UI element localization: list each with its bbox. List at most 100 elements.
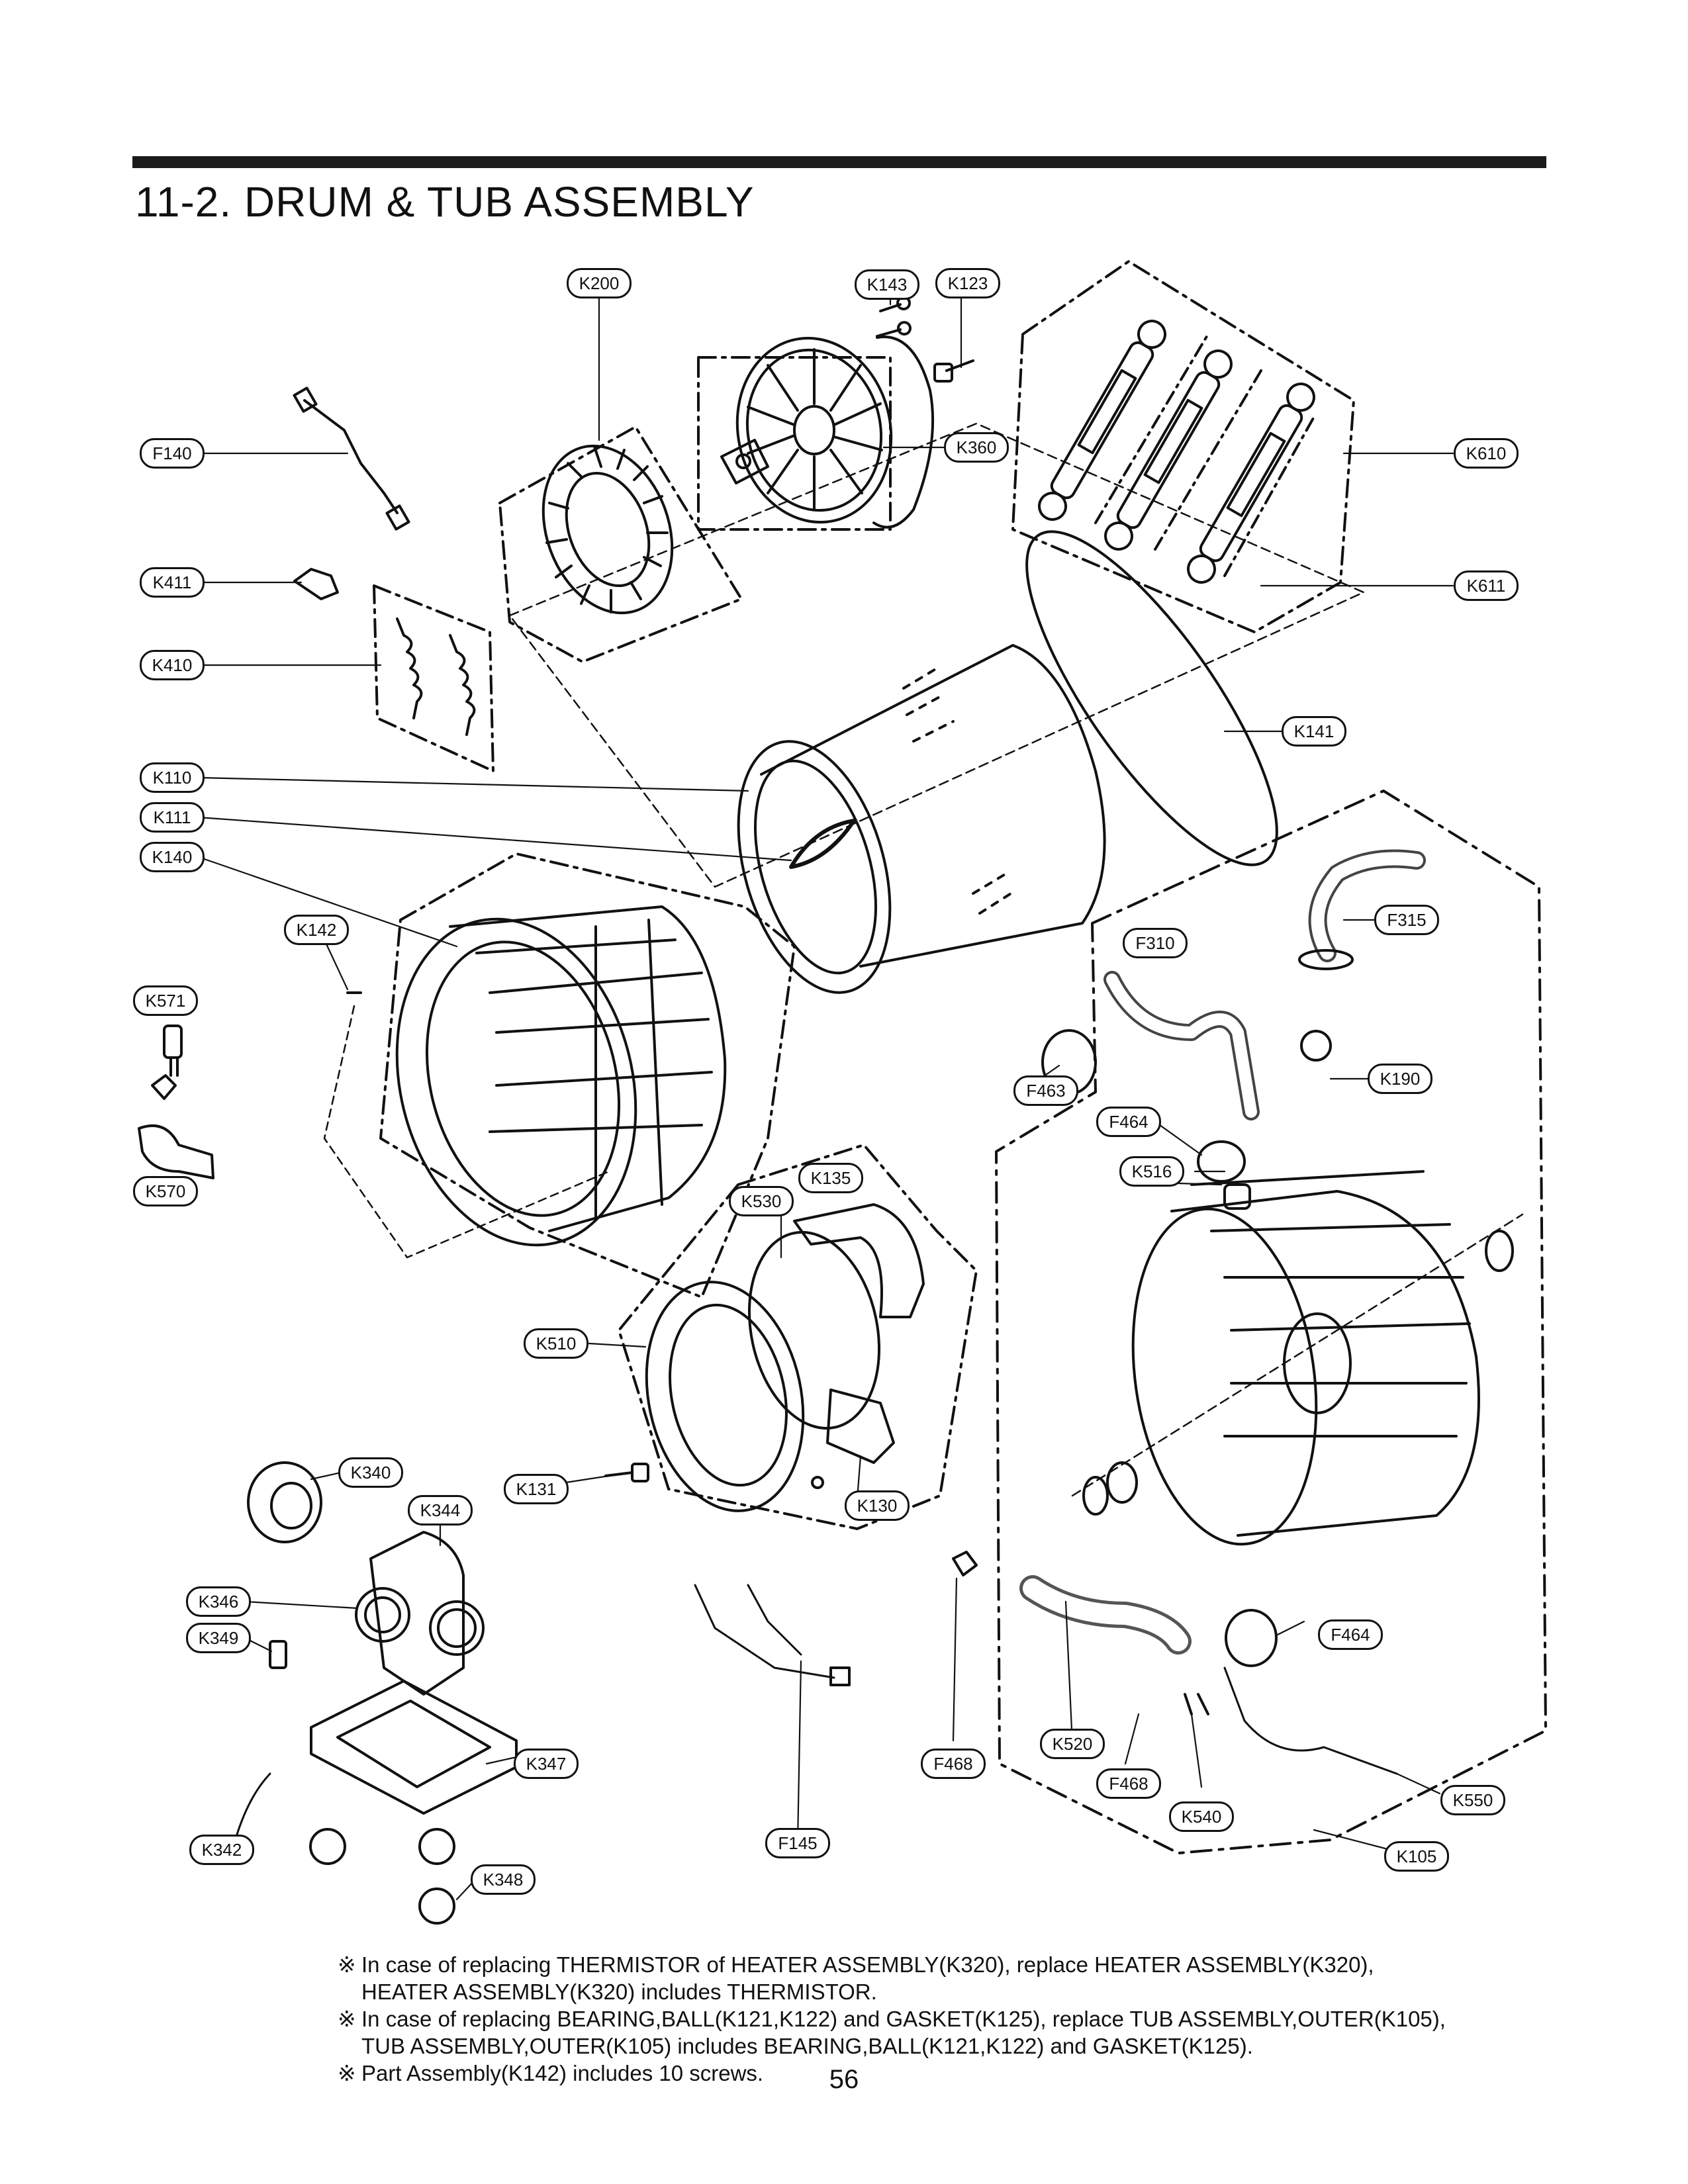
clip-k411 <box>293 568 339 600</box>
drum-part <box>737 644 1106 994</box>
callout-f468-left: F468 <box>921 1749 986 1779</box>
page-title: 11-2. DRUM & TUB ASSEMBLY <box>135 178 755 226</box>
callout-k611: K611 <box>1454 570 1519 601</box>
callout-k340: K340 <box>338 1457 403 1488</box>
callout-f140: F140 <box>140 438 205 469</box>
callout-k142: K142 <box>284 915 349 945</box>
check-valve-k190 <box>1300 1030 1332 1062</box>
callout-k131: K131 <box>504 1474 569 1504</box>
callout-k111: K111 <box>140 802 205 833</box>
foot-k348-a <box>309 1828 346 1865</box>
callout-f464-bottom: F464 <box>1318 1619 1383 1650</box>
screw-k131 <box>604 1471 633 1477</box>
note-1: ※ In case of replacing THERMISTOR of HEA… <box>338 1951 1595 1978</box>
note-3-line-1: Part Assembly(K142) includes 10 screws. <box>361 2061 764 2085</box>
bolt-k143 <box>876 303 902 338</box>
harness-f140 <box>303 399 399 514</box>
lifter-k111 <box>789 819 856 869</box>
callout-k141: K141 <box>1282 716 1346 747</box>
callout-k135: K135 <box>798 1163 863 1193</box>
sensor-k550 <box>1223 1666 1398 1775</box>
note-2: ※ In case of replacing BEARING,BALL(K121… <box>338 2005 1595 2032</box>
callout-k411: K411 <box>140 567 205 598</box>
rotor-part <box>541 444 674 615</box>
part-k571b <box>151 1074 177 1100</box>
bellow-k510-outer <box>645 1281 805 1512</box>
damper-left <box>1038 320 1166 521</box>
callout-k348: K348 <box>471 1864 536 1895</box>
callout-k342: K342 <box>189 1835 254 1865</box>
harness-f145 <box>694 1584 835 1679</box>
callout-k123: K123 <box>935 268 1000 298</box>
callout-k130: K130 <box>845 1490 910 1521</box>
foot-k348-b <box>418 1828 455 1865</box>
callout-f464-top: F464 <box>1096 1107 1161 1137</box>
callout-f468-right: F468 <box>1096 1768 1161 1799</box>
clamp-k130 <box>826 1388 895 1464</box>
filter-k346 <box>355 1587 410 1643</box>
spring-2 <box>449 634 476 736</box>
bracket-k347 <box>310 1680 518 1815</box>
callout-k200: K200 <box>567 268 632 298</box>
callout-k360: K360 <box>944 432 1009 463</box>
rotor-group-outline <box>498 426 743 663</box>
damper-group-outline <box>1011 260 1355 633</box>
tub-rear-outline <box>995 790 1547 1854</box>
pump-k340 <box>247 1461 322 1543</box>
spring-1 <box>396 617 423 719</box>
callout-k410: K410 <box>140 650 205 680</box>
callout-k140: K140 <box>140 842 205 872</box>
clamp-f464-bottom <box>1225 1609 1278 1667</box>
drum-flow-dash <box>508 422 1365 888</box>
callout-k105: K105 <box>1384 1841 1449 1872</box>
callout-k110: K110 <box>140 762 205 793</box>
callout-f145: F145 <box>765 1828 830 1858</box>
exploded-parts-diagram <box>138 260 1547 1925</box>
springs-outline <box>373 584 494 772</box>
foot-k348-c <box>418 1888 455 1925</box>
bellow-k510-inner <box>669 1303 788 1487</box>
callout-k570: K570 <box>133 1176 198 1206</box>
ring-k530 <box>747 1230 881 1430</box>
pump-group <box>230 1461 518 1925</box>
title-rule <box>132 156 1546 168</box>
callout-f310: F310 <box>1123 928 1188 958</box>
callout-k516: K516 <box>1119 1156 1184 1187</box>
callout-k520: K520 <box>1040 1729 1105 1759</box>
bearing-k122 <box>1106 1461 1138 1504</box>
note-mark: ※ <box>338 1952 356 1977</box>
callout-k190: K190 <box>1368 1064 1432 1094</box>
callout-k550: K550 <box>1440 1785 1505 1815</box>
callout-k346: K346 <box>186 1586 251 1617</box>
part-k516 <box>1223 1183 1251 1210</box>
callout-k349: K349 <box>186 1623 251 1653</box>
callout-k610: K610 <box>1454 438 1519 469</box>
note-3: ※ Part Assembly(K142) includes 10 screws… <box>338 2060 1595 2087</box>
tub-front-part <box>395 905 727 1247</box>
stator-group-outline <box>697 356 892 531</box>
note-mark: ※ <box>338 2007 356 2031</box>
notes-section: ※ In case of replacing THERMISTOR of HEA… <box>338 1951 1595 2087</box>
tub-rear-part <box>1131 1170 1480 1546</box>
stator-part <box>735 336 935 529</box>
part-k570 <box>138 1124 214 1179</box>
callout-k510: K510 <box>524 1328 588 1359</box>
damper-mid <box>1104 349 1233 551</box>
callout-k571: K571 <box>133 985 198 1016</box>
note-2-line-1: In case of replacing BEARING,BALL(K121,K… <box>361 2007 1446 2031</box>
page-number: 56 <box>829 2065 859 2094</box>
note-2-line-2: TUB ASSEMBLY,OUTER(K105) includes BEARIN… <box>361 2034 1253 2058</box>
clamp-f464-top <box>1197 1140 1246 1183</box>
hub-part <box>720 439 769 484</box>
note-mark: ※ <box>338 2061 356 2085</box>
damper-right <box>1187 383 1315 584</box>
tub-front-outline <box>379 852 796 1298</box>
callout-f463: F463 <box>1013 1075 1078 1106</box>
callout-k540: K540 <box>1169 1801 1234 1832</box>
gasket-k125 <box>1082 1476 1109 1516</box>
screw-k349 <box>269 1640 287 1669</box>
callout-k347: K347 <box>514 1749 579 1779</box>
fuse-f468 <box>952 1551 978 1576</box>
hinge-k135 <box>793 1203 925 1318</box>
bearing-k121 <box>1485 1230 1514 1272</box>
